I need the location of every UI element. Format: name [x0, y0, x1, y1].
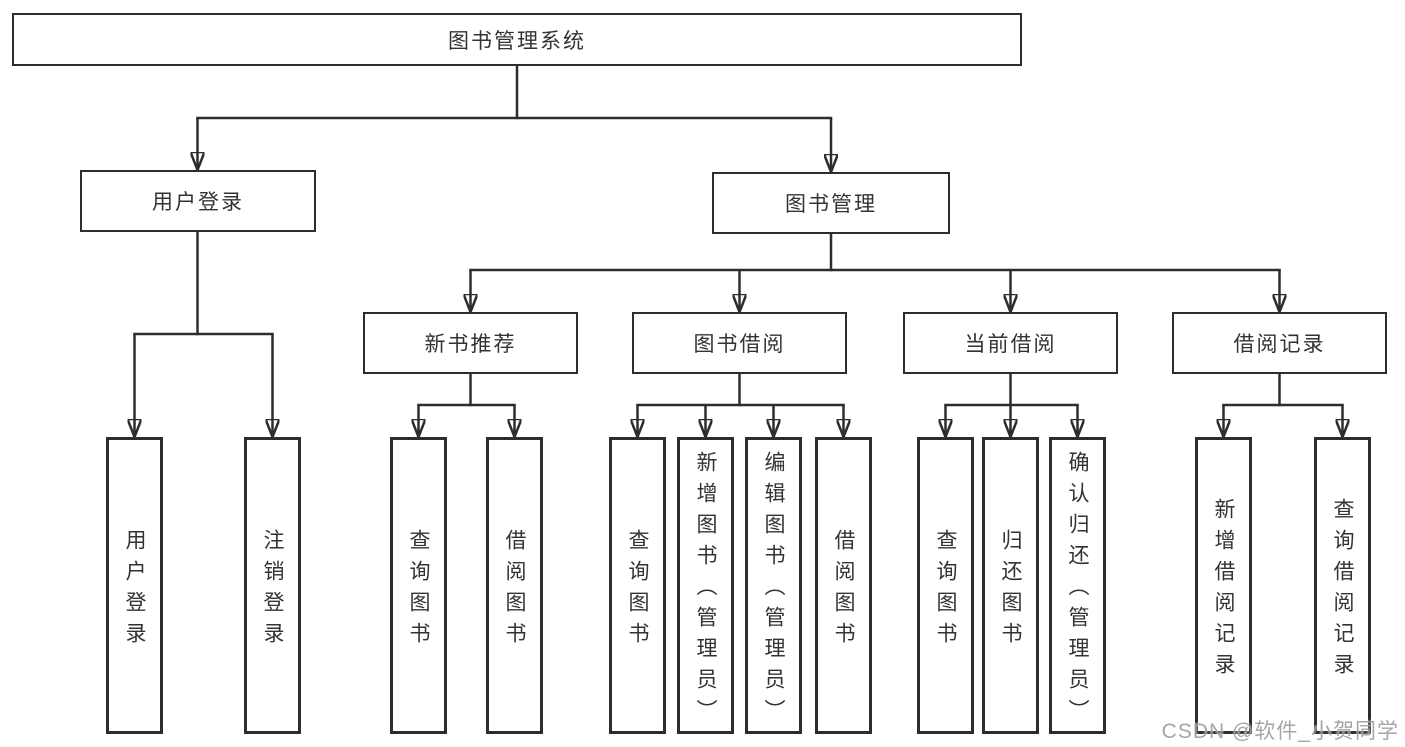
leaf-edit-books-admin-label: 编辑图书（管理员）: [762, 451, 785, 730]
leaf-user-login-label: 用户登录: [123, 528, 146, 653]
node-borrow-records-label: 借阅记录: [1233, 333, 1326, 356]
leaf-query-books-borrow: 查询图书: [609, 437, 666, 734]
leaf-query-books-recommend: 查询图书: [390, 437, 447, 734]
csdn-watermark: CSDN @软件_小贺同学: [1161, 720, 1399, 743]
node-user-login: 用户登录: [80, 170, 316, 232]
leaf-query-books-borrow-label: 查询图书: [626, 528, 649, 653]
leaf-query-borrow-record-label: 查询借阅记录: [1331, 497, 1354, 684]
leaf-query-books-current-label: 查询图书: [934, 528, 957, 653]
leaf-return-books: 归还图书: [982, 437, 1039, 734]
node-root-label: 图书管理系统: [448, 29, 586, 53]
node-current-borrow-label: 当前借阅: [964, 333, 1057, 356]
node-borrow-records: 借阅记录: [1172, 312, 1387, 374]
node-user-login-label: 用户登录: [152, 191, 244, 214]
node-new-book-recommend: 新书推荐: [363, 312, 578, 374]
leaf-add-books-admin-label: 新增图书（管理员）: [694, 451, 717, 730]
node-book-borrow-label: 图书借阅: [693, 333, 786, 356]
node-current-borrow: 当前借阅: [903, 312, 1118, 374]
leaf-logout-label: 注销登录: [261, 528, 284, 653]
leaf-query-borrow-record: 查询借阅记录: [1314, 437, 1371, 734]
leaf-add-borrow-record-label: 新增借阅记录: [1212, 497, 1235, 684]
leaf-borrow-books: 借阅图书: [815, 437, 872, 734]
leaf-edit-books-admin: 编辑图书（管理员）: [745, 437, 802, 734]
leaf-add-books-admin: 新增图书（管理员）: [677, 437, 734, 734]
node-root-system: 图书管理系统: [12, 13, 1022, 66]
leaf-add-borrow-record: 新增借阅记录: [1195, 437, 1252, 734]
leaf-borrow-books-recommend: 借阅图书: [486, 437, 543, 734]
leaf-user-login: 用户登录: [106, 437, 163, 734]
leaf-borrow-books-label: 借阅图书: [832, 528, 855, 653]
node-book-management-label: 图书管理: [785, 193, 877, 216]
leaf-confirm-return-admin-label: 确认归还（管理员）: [1066, 451, 1089, 730]
node-new-book-recommend-label: 新书推荐: [424, 333, 517, 356]
leaf-query-books-recommend-label: 查询图书: [407, 528, 430, 653]
leaf-query-books-current: 查询图书: [917, 437, 974, 734]
leaf-return-books-label: 归还图书: [999, 528, 1022, 653]
node-book-borrow: 图书借阅: [632, 312, 847, 374]
node-book-management: 图书管理: [712, 172, 950, 234]
leaf-borrow-books-recommend-label: 借阅图书: [503, 528, 526, 653]
leaf-confirm-return-admin: 确认归还（管理员）: [1049, 437, 1106, 734]
leaf-logout: 注销登录: [244, 437, 301, 734]
